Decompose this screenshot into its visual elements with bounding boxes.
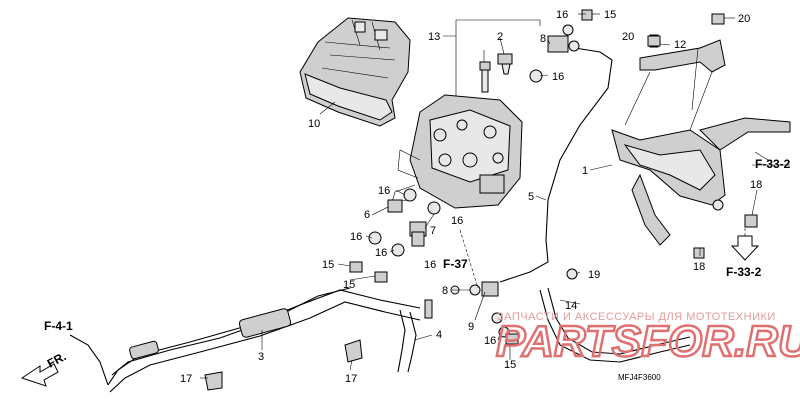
reference-f-33-2-lower: F-33-2 — [726, 265, 762, 279]
watermark: ЗАПЧАСТИ И АКСЕССУАРЫ ДЛЯ МОТОТЕХНИКИ PA… — [495, 311, 800, 367]
callout-13: 13 — [428, 31, 440, 43]
callout-8-mid: 8 — [442, 285, 448, 297]
callout-5: 5 — [528, 191, 534, 203]
callout-17-right: 17 — [345, 373, 357, 385]
reference-labels: F-4-1 F-37 F-33-2 F-33-2 — [44, 157, 791, 333]
callout-20-right: 20 — [738, 13, 750, 25]
callout-16-a: 16 — [378, 185, 390, 197]
callout-1: 1 — [582, 165, 588, 177]
abs-modulator-unit — [391, 94, 523, 209]
callout-16-mid: 16 — [552, 71, 564, 83]
callout-15-b: 15 — [343, 279, 355, 291]
callout-labels: 10 13 2 12 8 16 15 16 20 12 20 1 5 16 6 … — [180, 9, 762, 385]
callout-12: 12 — [674, 39, 686, 51]
callout-15-top: 15 — [604, 9, 616, 21]
callout-2: 2 — [497, 31, 503, 43]
part-11-bolt — [479, 61, 491, 93]
callout-7: 7 — [430, 225, 436, 237]
callout-3: 3 — [258, 351, 264, 363]
watermark-logo: PARTSFOR.RU — [496, 317, 800, 366]
callout-8-top: 8 — [540, 33, 546, 45]
part-13-bracket-line — [443, 19, 541, 37]
drawing-code: MFJ4F3600 — [618, 373, 661, 382]
callout-18-bottom: 18 — [693, 261, 705, 273]
reference-f-37: F-37 — [443, 257, 468, 271]
watermark-text: ЗАПЧАСТИ И АКСЕССУАРЫ ДЛЯ МОТОТЕХНИКИ — [497, 311, 776, 323]
callout-16-c: 16 — [350, 231, 362, 243]
callout-6: 6 — [364, 209, 370, 221]
leader-lines — [200, 13, 790, 379]
callout-15-c: 15 — [504, 359, 516, 371]
callout-16-b: 16 — [451, 215, 463, 227]
part-2-bolt — [497, 53, 513, 75]
reference-f-4-1: F-4-1 — [44, 319, 73, 333]
callout-18-right: 18 — [750, 179, 762, 191]
part-12-stay — [624, 34, 726, 131]
callout-17-left: 17 — [180, 373, 192, 385]
part-1-bracket — [611, 117, 791, 246]
callout-20-left: 20 — [622, 31, 634, 43]
brake-hoses — [69, 47, 691, 393]
callout-14: 14 — [565, 300, 577, 312]
callout-4: 4 — [436, 329, 442, 341]
callout-19: 19 — [588, 269, 600, 281]
callout-16-f: 16 — [484, 335, 496, 347]
down-arrow-icon — [730, 235, 760, 261]
reference-f-33-2-upper: F-33-2 — [755, 157, 791, 171]
small-fittings — [204, 9, 758, 391]
callout-9: 9 — [468, 321, 474, 333]
callout-15-a: 15 — [322, 259, 334, 271]
callout-16-e: 16 — [424, 259, 436, 271]
callout-10: 10 — [308, 118, 320, 130]
callout-16-top: 16 — [556, 9, 568, 21]
front-arrow: FR. — [20, 349, 68, 387]
part-10-cover — [299, 17, 411, 127]
callout-16-d: 16 — [375, 247, 387, 259]
